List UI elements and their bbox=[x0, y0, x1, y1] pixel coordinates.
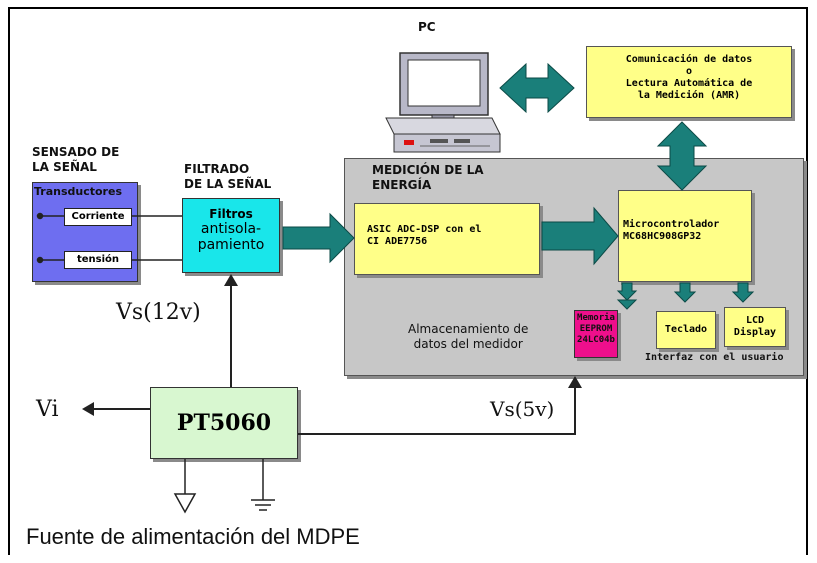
micro-line-2: MC68HC908GP32 bbox=[623, 231, 702, 242]
vi-wire bbox=[82, 402, 150, 416]
filter-line-1: Filtros bbox=[209, 207, 253, 221]
micro-lcd-arrow bbox=[731, 282, 755, 303]
memory-line-2: EEPROM bbox=[579, 324, 613, 334]
voltage-label-box: tensión bbox=[64, 251, 132, 269]
pt5060-chip: PT5060 bbox=[150, 387, 298, 459]
pt5060-label: PT5060 bbox=[176, 410, 272, 436]
communication-line-4: la Medición (AMR) bbox=[637, 90, 741, 101]
measurement-title-line-2: ENERGÍA bbox=[372, 178, 432, 192]
microcontroller-box: Microcontrolador MC68HC908GP32 bbox=[618, 190, 752, 282]
voltage-wire bbox=[36, 256, 182, 264]
communication-line-3: Lectura Automática de bbox=[625, 78, 753, 89]
measurement-title-line-1: MEDICIÓN DE LA bbox=[372, 163, 484, 177]
communication-box: Comunicación de datos o Lectura Automáti… bbox=[586, 46, 792, 118]
storage-line-2: datos del medidor bbox=[413, 337, 523, 351]
filter-box: Filtros antisola- pamiento bbox=[182, 198, 280, 273]
sensing-title-line-1: SENSADO DE bbox=[32, 145, 120, 159]
current-wire bbox=[36, 212, 182, 220]
filtering-title-line-1: FILTRADO bbox=[184, 162, 250, 176]
filter-line-2: antisola- bbox=[200, 221, 262, 237]
communication-line-1: Comunicación de datos bbox=[625, 54, 753, 65]
filter-line-3: pamiento bbox=[197, 237, 265, 253]
asic-line-1: ASIC ADC-DSP con el bbox=[367, 224, 482, 235]
micro-line-1: Microcontrolador bbox=[623, 219, 720, 230]
pc-comm-double-arrow bbox=[499, 62, 575, 114]
pc-label: PC bbox=[418, 20, 436, 34]
micro-keyboard-arrow bbox=[673, 282, 697, 303]
current-label-box: Corriente bbox=[64, 208, 132, 226]
user-interface-label: Interfaz con el usuario bbox=[645, 352, 784, 363]
lcd-line-1: LCD bbox=[745, 315, 765, 326]
earth-ground-icon bbox=[251, 459, 275, 511]
transducers-label: Transductores bbox=[34, 185, 122, 198]
asic-line-2: CI ADE7756 bbox=[367, 236, 428, 247]
measurement-title: MEDICIÓN DE LA ENERGÍA bbox=[372, 163, 484, 193]
vs12-wire bbox=[224, 274, 238, 387]
asic-box: ASIC ADC-DSP con el CI ADE7756 bbox=[354, 203, 540, 275]
memory-line-1: Memoria bbox=[577, 313, 615, 323]
filtering-title: FILTRADO DE LA SEÑAL bbox=[184, 162, 271, 192]
filter-asic-arrow bbox=[282, 212, 355, 264]
input-ground-icon bbox=[173, 459, 197, 514]
diagram-caption: Fuente de alimentación del MDPE bbox=[26, 524, 360, 549]
storage-line-1: Almacenamiento de bbox=[408, 322, 529, 336]
lcd-line-2: Display bbox=[733, 327, 777, 338]
vs5-wire bbox=[298, 376, 582, 435]
vs5-label: Vs(5v) bbox=[490, 397, 555, 421]
sensing-title-line-2: LA SEÑAL bbox=[32, 160, 97, 174]
filtering-title-line-2: DE LA SEÑAL bbox=[184, 177, 272, 191]
asic-micro-arrow bbox=[541, 206, 619, 266]
micro-memory-arrow bbox=[616, 282, 638, 310]
storage-label: Almacenamiento de datos del medidor bbox=[408, 322, 528, 352]
comm-micro-double-arrow bbox=[656, 121, 708, 191]
lcd-box: LCD Display bbox=[724, 307, 786, 347]
vi-label: Vi bbox=[36, 397, 59, 422]
keyboard-box: Teclado bbox=[656, 311, 716, 349]
keyboard-label: Teclado bbox=[664, 324, 708, 335]
memory-box: Memoria EEPROM 24LC04b bbox=[574, 310, 618, 358]
memory-line-3: 24LC04b bbox=[577, 335, 615, 345]
vs12-label: Vs(12v) bbox=[116, 300, 201, 325]
communication-line-2: o bbox=[685, 66, 693, 77]
sensing-title: SENSADO DE LA SEÑAL bbox=[32, 145, 119, 175]
pc-icon bbox=[385, 52, 501, 153]
